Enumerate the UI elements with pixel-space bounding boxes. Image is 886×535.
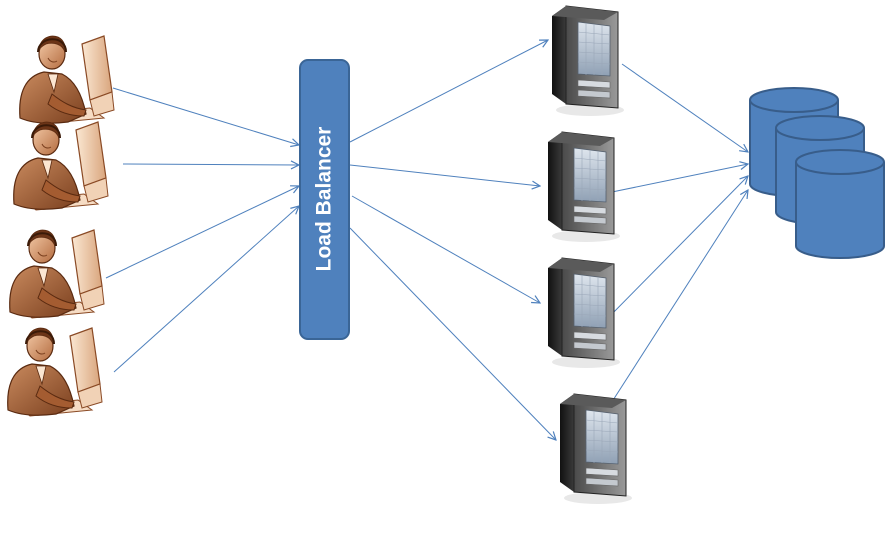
connector-server-2	[349, 164, 540, 186]
server-icon	[551, 5, 625, 117]
server-icon	[547, 257, 621, 369]
connector-user-3	[105, 186, 299, 279]
load-balancer: Load Balancer	[299, 59, 350, 340]
connector-user-4	[113, 206, 299, 373]
connector-user-1	[112, 87, 299, 145]
load-balancer-box	[299, 59, 350, 340]
user-icon	[6, 327, 104, 417]
user-connectors	[105, 87, 299, 373]
connector-db-3	[605, 176, 748, 321]
database-connectors	[605, 63, 748, 409]
load-balancer-label: Load Balancer	[313, 127, 336, 272]
connector-db-2	[611, 164, 748, 193]
connector-server-3	[351, 195, 540, 303]
user-icon	[8, 229, 106, 319]
database-icon	[749, 87, 885, 259]
connector-db-4	[607, 190, 748, 409]
connector-user-2	[122, 164, 299, 165]
connector-server-1	[349, 40, 548, 143]
user-icon	[18, 35, 116, 125]
connector-server-4	[349, 227, 556, 440]
connector-db-1	[621, 63, 748, 152]
user-icon	[12, 121, 110, 211]
server-connectors	[349, 40, 556, 440]
server-icon	[547, 131, 621, 243]
server-icon	[559, 393, 633, 505]
